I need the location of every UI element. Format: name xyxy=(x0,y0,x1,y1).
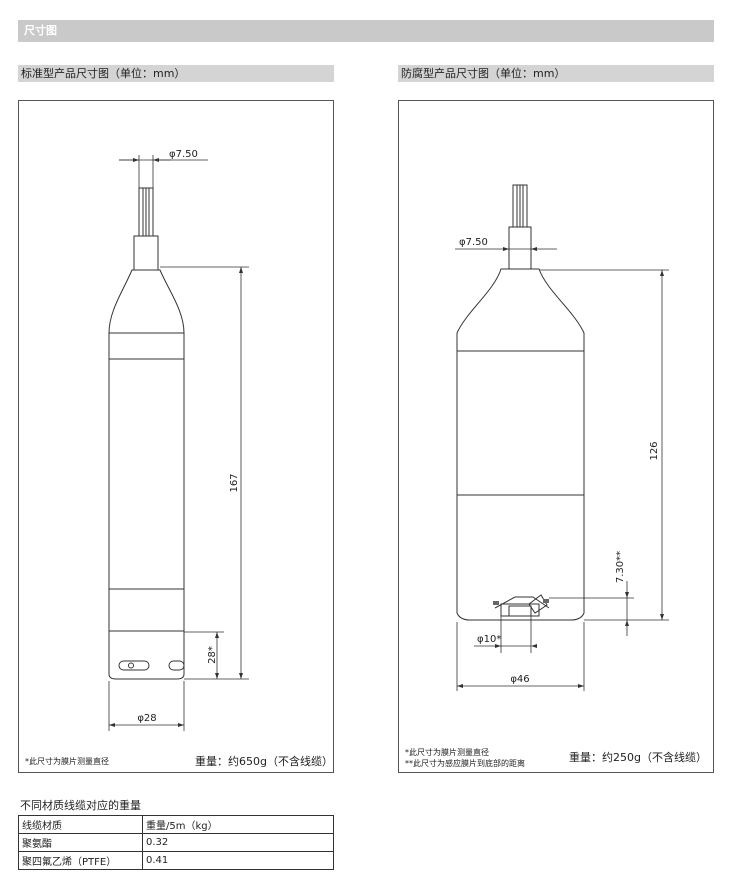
standard-sensor-drawing: φ7.50 167 28* φ28 xyxy=(108,149,249,731)
corrosion-drawing-panel: φ7.50 126 7.30** φ10* φ46 *此尺寸为膜片测量直径 **… xyxy=(398,100,714,773)
cable-gland xyxy=(508,226,532,270)
bottom-height-label: 28* xyxy=(207,646,218,664)
sensor-head xyxy=(108,269,185,334)
standard-weight: 重量：约650g（不含线缆） xyxy=(195,755,333,768)
table-cell: 0.32 xyxy=(142,833,334,852)
table-cell: 0.41 xyxy=(142,851,334,870)
cable-weight-table: 线缆材质 重量/5m（kg） 聚氨酯 0.32 聚四氟乙烯（PTFE） 0.41 xyxy=(18,815,334,870)
cable-diameter-label: φ7.50 xyxy=(459,237,488,248)
seal-section-right xyxy=(543,599,549,603)
diaphragm-seat xyxy=(494,596,550,609)
length-label: 167 xyxy=(229,473,240,492)
length-label: 126 xyxy=(649,441,660,460)
vent-slot-2 xyxy=(168,660,185,671)
sensor-head xyxy=(456,268,585,352)
table-header-cell: 线缆材质 xyxy=(18,815,143,834)
cable-weight-table-title: 不同材质线缆对应的重量 xyxy=(20,799,141,812)
diaphragm-inner xyxy=(508,605,532,617)
vent-slot-1 xyxy=(118,660,150,671)
lower-section xyxy=(108,588,185,632)
body-diameter-label: φ46 xyxy=(510,674,529,685)
corrosion-drawing-title: 防腐型产品尺寸图（单位：mm） xyxy=(398,65,714,82)
sensor-body xyxy=(108,358,185,590)
table-cell: 聚氨酯 xyxy=(18,833,143,852)
table-cell: 聚四氟乙烯（PTFE） xyxy=(18,851,143,870)
table-header-cell: 重量/5m（kg） xyxy=(142,815,334,834)
diaphragm-distance-label: 7.30** xyxy=(615,551,626,583)
cable-diameter-label: φ7.50 xyxy=(169,149,198,160)
cable-gland xyxy=(133,235,159,271)
table-row: 聚氨酯 0.32 xyxy=(18,833,334,852)
section-header: 尺寸图 xyxy=(18,20,714,42)
standard-footnote: *此尺寸为膜片测量直径 xyxy=(25,757,109,766)
seal-section-left xyxy=(493,601,499,605)
vent-hole xyxy=(128,662,134,669)
standard-drawing-title: 标准型产品尺寸图（单位：mm） xyxy=(18,65,334,82)
corrosion-sensor-drawing: φ7.50 126 7.30** φ10* φ46 xyxy=(455,184,669,691)
seal-ring xyxy=(528,594,548,614)
lower-body xyxy=(456,494,585,621)
table-header-row: 线缆材质 重量/5m（kg） xyxy=(18,815,334,834)
standard-drawing-panel: φ7.50 167 28* φ28 *此尺寸为膜片测量直径 重量：约650g（不… xyxy=(18,100,334,773)
upper-body xyxy=(456,350,585,496)
body-diameter-label: φ28 xyxy=(137,713,156,724)
section-title: 尺寸图 xyxy=(24,24,57,37)
corrosion-footnote-2: **此尺寸为感应膜片到底部的距离 xyxy=(405,759,525,768)
diaphragm-diameter-label: φ10* xyxy=(477,634,501,645)
corrosion-weight: 重量：约250g（不含线缆） xyxy=(569,751,707,764)
table-row: 聚四氟乙烯（PTFE） 0.41 xyxy=(18,851,334,870)
probe-cap xyxy=(108,630,185,680)
body-collar xyxy=(108,332,185,360)
corrosion-footnote-1: *此尺寸为膜片测量直径 xyxy=(405,748,489,757)
